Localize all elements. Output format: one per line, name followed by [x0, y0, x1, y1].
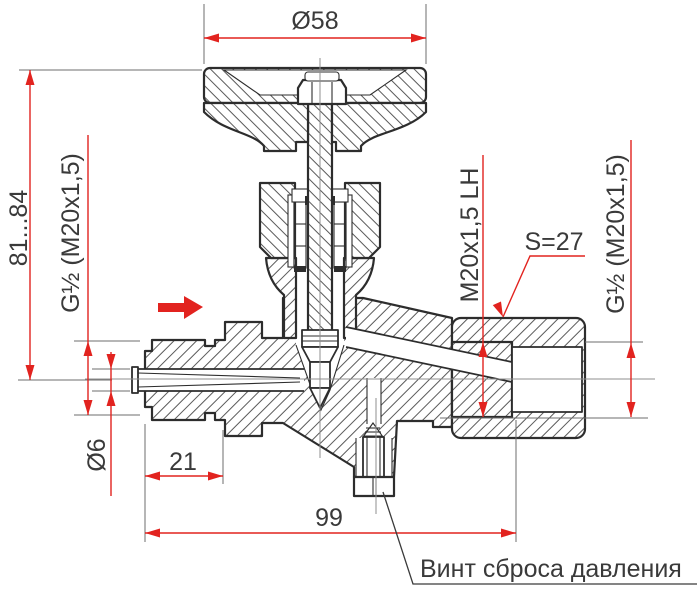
dimension-lines — [25, 33, 636, 538]
dim-height-range: 81...84 — [5, 190, 33, 267]
handwheel — [202, 66, 428, 153]
handwheel-spoke-left — [202, 101, 310, 153]
centerlines — [85, 58, 655, 514]
dimension-labels: Ø58 81...84 G½ (M20x1,5) Ø6 21 99 M20x1,… — [5, 7, 682, 583]
handwheel-spoke-right — [330, 101, 428, 153]
dim-outlet-nut-thread: M20x1,5 LH — [456, 168, 484, 303]
inlet-bore — [136, 369, 304, 391]
drain-callout-label: Винт сброса давления — [420, 555, 682, 583]
packing-nut — [258, 181, 382, 272]
dim-bore: Ø6 — [83, 438, 111, 471]
stem-nut — [296, 78, 348, 106]
inlet-tube-tip — [131, 366, 139, 394]
outlet-channel — [346, 327, 512, 382]
drain-screw-head — [352, 475, 396, 498]
extension-lines — [18, 4, 648, 542]
flow-arrow — [158, 296, 203, 319]
dim-21: 21 — [169, 448, 197, 476]
bonnet-neck — [264, 256, 376, 340]
dim-99: 99 — [315, 504, 343, 532]
drain-screw-shank — [362, 436, 385, 478]
drain-callout-leader — [382, 491, 697, 585]
dim-handwheel-diameter: Ø58 — [291, 7, 338, 35]
dim-wrench-size: S=27 — [524, 228, 583, 256]
dim-inlet-thread: G½ (M20x1,5) — [57, 153, 85, 313]
wrench-size-leader — [502, 255, 585, 318]
drain-screw — [352, 378, 396, 498]
stem-nut-cap — [304, 71, 340, 82]
dim-outlet-thread: G½ (M20x1,5) — [602, 154, 630, 314]
